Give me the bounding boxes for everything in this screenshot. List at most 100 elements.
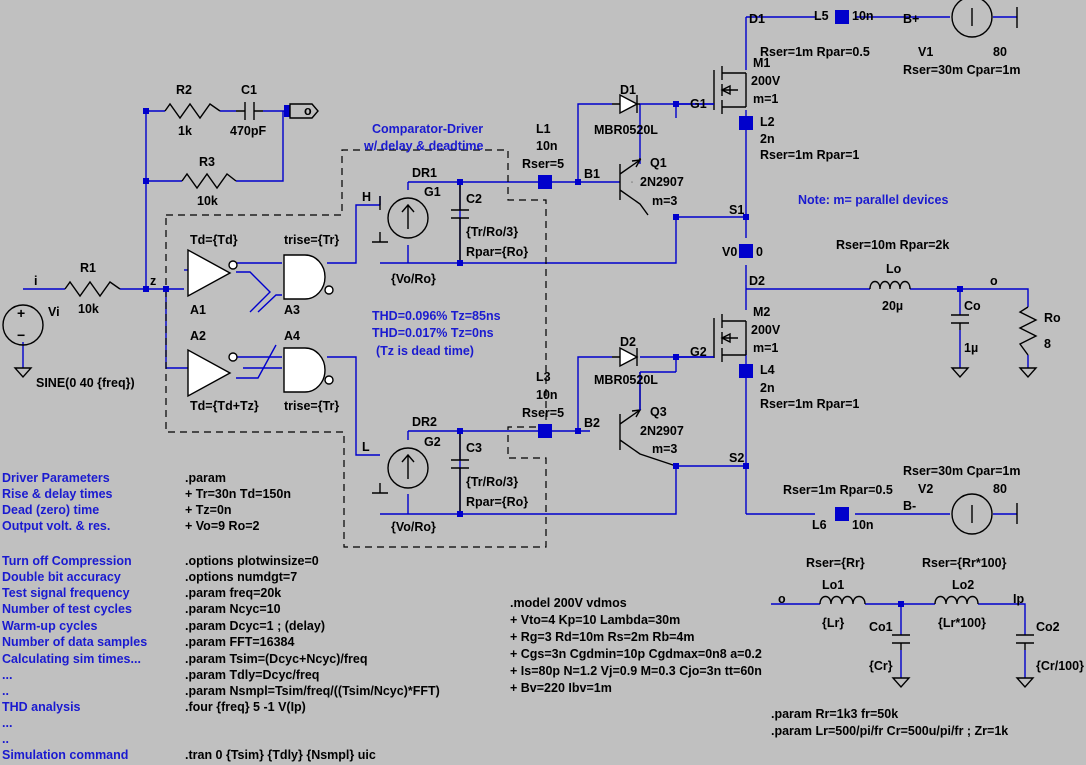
svg-text:{Lr}: {Lr}: [822, 616, 844, 630]
svg-text:10n: 10n: [852, 9, 874, 23]
model-line[interactable]: .model 200V vdmos: [510, 596, 627, 610]
resistor-r3[interactable]: [181, 172, 237, 190]
param-command[interactable]: + Tr=30n Td=150n: [185, 487, 291, 501]
svg-text:80: 80: [993, 45, 1007, 59]
junctions: [143, 101, 963, 607]
inductor-l5[interactable]: [835, 10, 849, 24]
svg-text:Rpar={Ro}: Rpar={Ro}: [466, 245, 528, 259]
capacitor-co[interactable]: [950, 314, 970, 379]
wires: [22, 16, 1029, 678]
param-command[interactable]: .param Ncyc=10: [185, 602, 281, 616]
svg-text:200V: 200V: [751, 74, 781, 88]
current-source-g2[interactable]: [372, 447, 429, 494]
svg-text:Lo1: Lo1: [822, 578, 844, 592]
parallel-note: Note: m= parallel devices: [798, 193, 948, 207]
param-command[interactable]: .param Dcyc=1 ; (delay): [185, 619, 325, 633]
inductor-l1[interactable]: [538, 175, 552, 189]
param-command[interactable]: .options plotwinsize=0: [185, 554, 319, 568]
source-v1[interactable]: [951, 0, 1018, 38]
svg-text:V1: V1: [918, 45, 933, 59]
svg-text:V2: V2: [918, 482, 933, 496]
diode-d1[interactable]: [612, 93, 640, 115]
capacitor-co2[interactable]: [1015, 634, 1035, 689]
diode-d2[interactable]: [612, 346, 639, 368]
nand-gate-a3[interactable]: [283, 254, 334, 300]
param-command[interactable]: .param: [185, 471, 226, 485]
svg-text:C3: C3: [466, 441, 482, 455]
resistor-r1[interactable]: [64, 280, 121, 298]
mosfet-m1[interactable]: [713, 66, 747, 114]
inductor-l4[interactable]: [739, 364, 753, 378]
inductor-l3[interactable]: [538, 424, 552, 438]
net-g1: G1: [690, 97, 707, 111]
svg-text:L1: L1: [536, 122, 551, 136]
param-command[interactable]: + Vo=9 Ro=2: [185, 519, 260, 533]
capacitor-co1[interactable]: [891, 634, 911, 689]
source-v2[interactable]: [951, 493, 1018, 535]
param-label: Warm-up cycles: [2, 619, 97, 633]
param-label: Number of data samples: [2, 635, 147, 649]
net-z: z: [150, 274, 156, 288]
param-command[interactable]: .four {freq} 5 -1 V(Ip): [185, 700, 306, 714]
comparator-title-1: Comparator-Driver: [372, 122, 483, 136]
svg-text:D2: D2: [620, 335, 636, 349]
model-line[interactable]: + Vto=4 Kp=10 Lambda=30m: [510, 613, 680, 627]
svg-text:Rser=1m Rpar=0.5: Rser=1m Rpar=0.5: [760, 45, 870, 59]
svg-text:SINE(0 40 {freq}): SINE(0 40 {freq}): [36, 376, 135, 390]
capacitor-c2[interactable]: [451, 182, 469, 263]
param-label: ...: [2, 668, 12, 682]
svg-text:Vi: Vi: [48, 305, 60, 319]
inductor-l6[interactable]: [835, 507, 849, 521]
source-vi[interactable]: + −: [2, 304, 44, 379]
param-command[interactable]: .param freq=20k: [185, 586, 281, 600]
svg-text:{Tr/Ro/3}: {Tr/Ro/3}: [466, 225, 518, 239]
comparator-title-2: w/ delay & deadtime: [363, 139, 484, 153]
nand-gate-a4[interactable]: [283, 347, 334, 393]
resistor-r2[interactable]: [164, 102, 221, 120]
svg-text:MBR0520L: MBR0520L: [594, 123, 658, 137]
svg-text:Rser=1m Rpar=0.5: Rser=1m Rpar=0.5: [783, 483, 893, 497]
filter-param-line[interactable]: .param Lr=500/pi/fr Cr=500u/pi/fr ; Zr=1…: [771, 724, 1008, 738]
comparator-a1[interactable]: [187, 248, 238, 298]
inductor-lo2[interactable]: [934, 595, 979, 605]
model-line[interactable]: + Bv=220 Ibv=1m: [510, 681, 612, 695]
mosfet-m2[interactable]: [713, 314, 747, 362]
inductor-l2[interactable]: [739, 116, 753, 130]
capacitor-c3[interactable]: [451, 431, 469, 514]
param-command[interactable]: .param Tdly=Dcyc/freq: [185, 668, 319, 682]
svg-text:1k: 1k: [178, 124, 192, 138]
svg-text:10n: 10n: [852, 518, 874, 532]
model-line[interactable]: + Cgs=3n Cgdmin=10p Cgdmax=0n8 a=0.2: [510, 647, 762, 661]
svg-text:Rser={Rr}: Rser={Rr}: [806, 556, 865, 570]
svg-text:G2: G2: [424, 435, 441, 449]
svg-text:10n: 10n: [536, 139, 558, 153]
comparator-a2[interactable]: [187, 348, 238, 398]
model-line[interactable]: + Is=80p N=1.2 Vj=0.9 M=0.3 Cjo=3n tt=60…: [510, 664, 762, 678]
capacitor-c1[interactable]: [236, 102, 263, 120]
param-command[interactable]: .param Nsmpl=Tsim/freq/((Tsim/Ncyc)*FFT): [185, 684, 440, 698]
current-source-g1[interactable]: [372, 196, 429, 243]
resistor-ro[interactable]: [1018, 306, 1038, 379]
inductor-lo1[interactable]: [819, 595, 866, 605]
param-command[interactable]: + Tz=0n: [185, 503, 232, 517]
source-v0[interactable]: [739, 244, 753, 258]
param-command[interactable]: .param FFT=16384: [185, 635, 294, 649]
svg-text:Lo: Lo: [886, 262, 902, 276]
net-g2: G2: [690, 345, 707, 359]
param-command[interactable]: .options numdgt=7: [185, 570, 297, 584]
svg-text:L5: L5: [814, 9, 829, 23]
inductor-lo[interactable]: [869, 280, 911, 290]
svg-text:R1: R1: [80, 261, 96, 275]
svg-text:{Lr*100}: {Lr*100}: [938, 616, 986, 630]
filter-table: .param Rr=1k3 fr=50k .param Lr=500/pi/fr …: [771, 707, 1008, 738]
svg-text:DR2: DR2: [412, 415, 437, 429]
svg-text:80: 80: [993, 482, 1007, 496]
svg-text:L2: L2: [760, 115, 775, 129]
param-label: ...: [2, 716, 12, 730]
model-line[interactable]: + Rg=3 Rd=10m Rs=2m Rb=4m: [510, 630, 694, 644]
param-command[interactable]: .tran 0 {Tsim} {Tdly} {Nsmpl} uic: [185, 748, 376, 762]
svg-text:Rser=30m Cpar=1m: Rser=30m Cpar=1m: [903, 63, 1020, 77]
transistor-q1[interactable]: [619, 158, 649, 216]
filter-param-line[interactable]: .param Rr=1k3 fr=50k: [771, 707, 898, 721]
param-command[interactable]: .param Tsim=(Dcyc+Ncyc)/freq: [185, 652, 368, 666]
